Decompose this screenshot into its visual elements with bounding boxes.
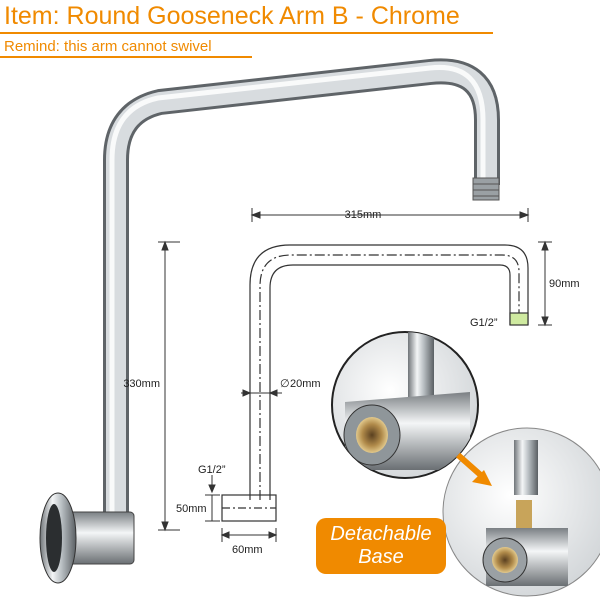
item-title: Item: Round Gooseneck Arm B - Chrome [4,2,460,30]
dim-base-height: 50mm [176,503,207,515]
dim-thread-inlet: G1/2” [198,464,226,476]
badge-line-1: Detachable [330,523,432,545]
dim-thread-outlet: G1/2” [470,317,498,329]
title-underline [0,32,493,34]
gooseneck-arm [39,58,500,584]
badge-line-2: Base [358,546,404,568]
arrow-down-right-icon [456,452,492,486]
remind-underline [0,56,252,58]
dim-width-top: 315mm [345,209,382,221]
remind-note: Remind: this arm cannot swivel [4,38,212,55]
dim-base-width: 60mm [232,544,263,556]
detachable-base-badge: Detachable Base [316,518,446,574]
dimension-lines [158,208,552,542]
detail-bubble-connector [331,331,479,479]
detail-bubble-detached-base [442,427,600,597]
dim-drop: 90mm [549,278,580,290]
dimension-drawing [221,244,529,522]
dim-height: 330mm [123,378,160,390]
dim-diameter: 20mm [290,378,321,390]
dim-diameter-symbol: ∅ [280,378,290,390]
